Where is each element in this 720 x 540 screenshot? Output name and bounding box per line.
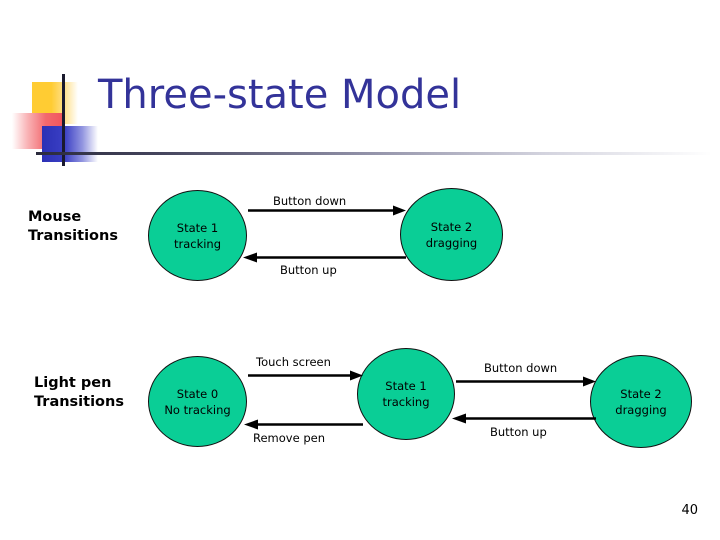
state-node-line1: State 0 — [176, 386, 219, 401]
state-node-lightpen-state2[interactable]: State 2 dragging — [590, 355, 692, 448]
state-node-line2: dragging — [425, 235, 478, 250]
mouse-transitions-label-line1: Mouse — [28, 209, 82, 225]
edge-label-remove-pen: Remove pen — [253, 431, 325, 445]
edge-label-button-down-lightpen: Button down — [484, 361, 558, 375]
state-node-lightpen-state0[interactable]: State 0 No tracking — [148, 356, 247, 447]
state-node-mouse-state1[interactable]: State 1 tracking — [148, 190, 247, 281]
state-node-line1: State 2 — [620, 386, 662, 401]
page-title: Three-state Model — [98, 72, 462, 118]
mouse-transitions-label: Mouse Transitions — [28, 208, 118, 246]
state-node-line2: tracking — [173, 236, 222, 251]
arrow-left-remove-pen — [244, 419, 363, 430]
decoration-blue-square — [42, 126, 98, 162]
state-node-line1: State 1 — [176, 220, 219, 235]
arrow-left-button-up-mouse — [243, 252, 406, 263]
state-node-line1: State 1 — [385, 379, 427, 393]
light-pen-transitions-label-line1: Light pen — [34, 375, 112, 391]
state-node-line2: tracking — [382, 395, 430, 409]
arrow-left-button-up-lightpen — [452, 413, 596, 424]
decoration-horizontal-rule — [36, 152, 712, 155]
page-number: 40 — [681, 503, 698, 518]
state-node-mouse-state2[interactable]: State 2 dragging — [400, 188, 503, 281]
state-node-line1: State 2 — [430, 219, 473, 234]
state-node-line2: dragging — [615, 402, 667, 417]
light-pen-transitions-label-line2: Transitions — [34, 394, 124, 410]
edge-label-touch-screen: Touch screen — [256, 355, 331, 369]
mouse-transitions-label-line2: Transitions — [28, 228, 118, 244]
arrow-right-button-down-lightpen — [456, 376, 596, 387]
edge-label-button-up-lightpen: Button up — [490, 425, 547, 439]
light-pen-transitions-label: Light pen Transitions — [34, 374, 124, 412]
state-node-lightpen-state1[interactable]: State 1 tracking — [357, 348, 455, 440]
arrow-right-touch-screen — [248, 370, 363, 381]
state-node-line2: No tracking — [164, 402, 231, 417]
edge-label-button-up-mouse: Button up — [280, 263, 337, 277]
edge-label-button-down-mouse: Button down — [273, 194, 347, 208]
decoration-vertical-rule — [62, 74, 65, 166]
arrow-right-button-down-mouse — [248, 205, 406, 216]
